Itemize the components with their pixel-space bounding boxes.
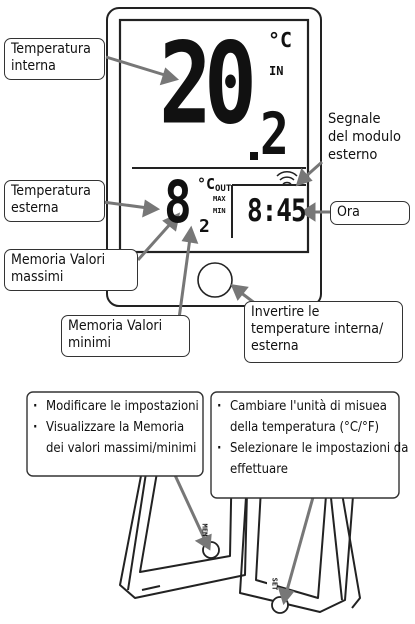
panel-right-item: Cambiare l'unità di misuea (217, 396, 408, 417)
outdoor-tag: OUT (215, 184, 232, 194)
indoor-decimal-point (250, 152, 258, 160)
indoor-unit: °C (268, 28, 293, 52)
label-time: Ora (330, 201, 410, 225)
panel-set-button-functions: Cambiare l'unità di misuea della tempera… (217, 396, 408, 480)
outdoor-temp-decimal: 2 (199, 216, 210, 237)
callout-arrows (72, 55, 330, 606)
swap-button[interactable] (197, 262, 233, 298)
indoor-tag: IN (269, 64, 284, 78)
panel-left-item: Modificare le impostazioni (33, 396, 199, 417)
panel-right-item-cont: della temperatura (°C/°F) (230, 420, 380, 435)
panel-right-item: Selezionare le impostazioni da (217, 438, 408, 459)
indoor-temp-integer: 20 (159, 17, 257, 150)
stand-illustration-left (119, 449, 249, 599)
time-display: 8:45 (247, 193, 307, 230)
outdoor-unit: °C (197, 175, 216, 193)
lcd-screen (118, 18, 310, 254)
indoor-temp-decimal: 2 (260, 101, 289, 169)
memory-button-label: MEM (200, 523, 209, 537)
panel-left-item-cont: dei valori massimi/minimi (46, 441, 197, 456)
set-button-label: SET (270, 577, 279, 591)
outdoor-temp-integer: 8 (164, 168, 192, 236)
panel-memory-button-functions: Modificare le impostazioni Visualizzare … (33, 396, 199, 459)
max-tag: MAX (213, 195, 226, 203)
panel-left-item: Visualizzare la Memoria (33, 417, 199, 438)
panel-right-item-cont: effettuare (230, 462, 288, 477)
signal-icon (276, 171, 298, 185)
min-tag: MIN (213, 207, 226, 215)
